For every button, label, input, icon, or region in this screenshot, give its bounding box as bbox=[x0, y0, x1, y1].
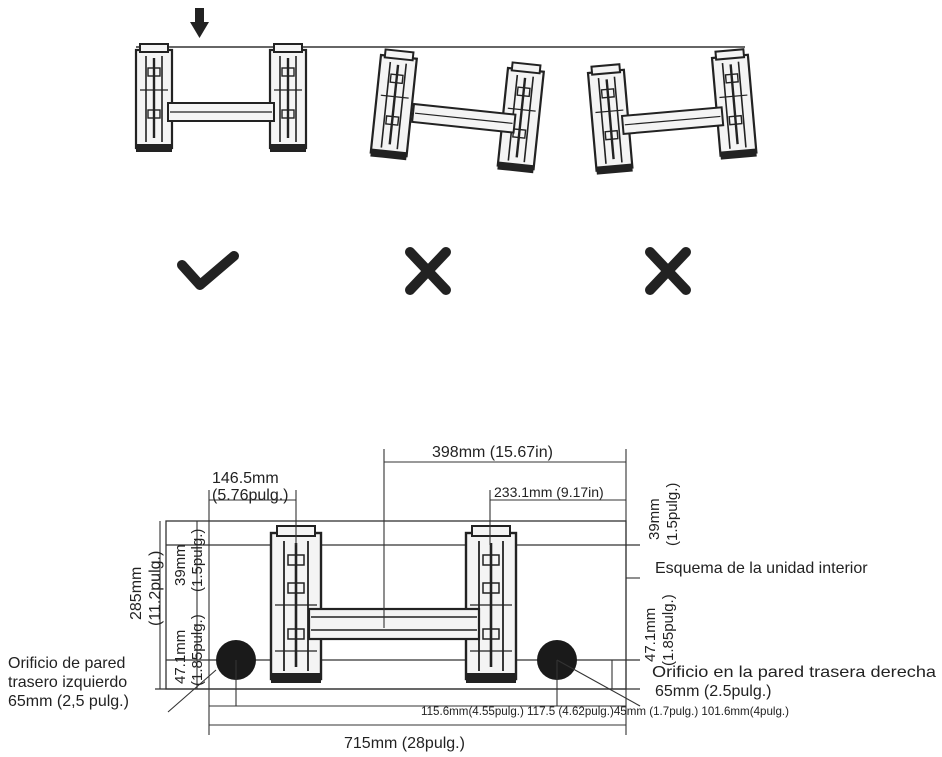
dim-39-right-mm: 39mm bbox=[646, 498, 663, 540]
dim-285-mm: 285mm bbox=[128, 567, 145, 620]
dim-398: 398mm (15.67in) bbox=[432, 444, 553, 461]
dim-47-right-in: (1.85pulg.) bbox=[660, 594, 677, 666]
left-bracket bbox=[269, 524, 323, 685]
dim-39-right-in: (1.5pulg.) bbox=[664, 483, 681, 546]
dim-bottom-row: 115.6mm(4.55pulg.) 117.5 (4.62pulg.)45mm… bbox=[421, 704, 789, 718]
dimension-lines bbox=[159, 449, 641, 735]
left-hole-label-1: Orificio de pared bbox=[8, 655, 125, 672]
dim-47-left-in: (1.85pulg.) bbox=[189, 614, 206, 686]
check-icon bbox=[177, 251, 239, 290]
right-hole-label-2: 65mm (2.5pulg.) bbox=[655, 683, 772, 700]
cross-icon bbox=[645, 247, 691, 295]
dim-146-mm: 146.5mm bbox=[212, 470, 279, 487]
dim-39-left-mm: 39mm bbox=[172, 544, 189, 586]
install-example-tilted-right bbox=[369, 47, 546, 175]
dim-715: 715mm (28pulg.) bbox=[344, 735, 465, 752]
dim-285-in: (11.2pulg.) bbox=[147, 551, 164, 626]
right-hole-label-1: Orificio en la pared trasera derecha bbox=[652, 664, 936, 681]
horizontal-rail bbox=[307, 607, 481, 641]
top-arrow-icon bbox=[190, 8, 209, 38]
indoor-outline-label: Esquema de la unidad interior bbox=[655, 560, 868, 577]
dim-39-left-in: (1.5pulg.) bbox=[189, 529, 206, 592]
left-hole-label-3: 65mm (2,5 pulg.) bbox=[8, 693, 129, 710]
right-bracket bbox=[464, 524, 518, 685]
install-example-tilted-left bbox=[586, 47, 758, 176]
dim-47-left-mm: 47.1mm bbox=[172, 630, 189, 684]
dim-146-in: (5.76pulg.) bbox=[212, 487, 289, 504]
install-example-level bbox=[134, 42, 308, 154]
dim-47-right-mm: 47.1mm bbox=[642, 608, 659, 662]
dim-233: 233.1mm (9.17in) bbox=[494, 484, 604, 500]
cross-icon bbox=[405, 247, 451, 295]
left-hole-label-2: trasero izquierdo bbox=[8, 674, 127, 691]
